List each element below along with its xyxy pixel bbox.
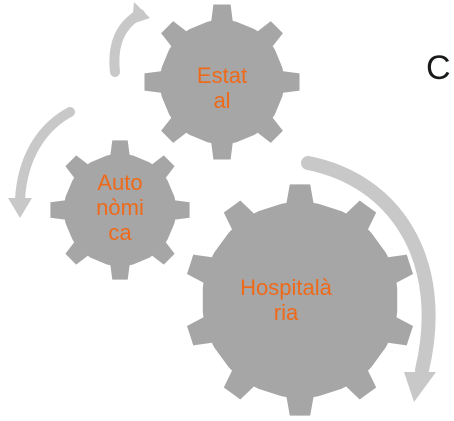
cycle-arrow-big	[301, 156, 436, 377]
cycle-arrow-left	[15, 107, 75, 205]
gear-left	[50, 140, 190, 280]
cycle-arrowhead-top	[132, 2, 150, 24]
gear-top-label: Estat al	[196, 63, 248, 113]
cycle-arrow-top	[109, 9, 145, 77]
gear-top	[144, 4, 300, 160]
cycle-arrowhead-big	[404, 372, 436, 402]
side-title-fragment: C	[426, 49, 451, 87]
cycle-arrowhead-left	[8, 198, 32, 218]
gear-big	[187, 184, 413, 416]
gear-left-label: Auto nòmi ca	[96, 170, 144, 245]
gear-big-label: Hospitalà ria	[240, 275, 332, 325]
